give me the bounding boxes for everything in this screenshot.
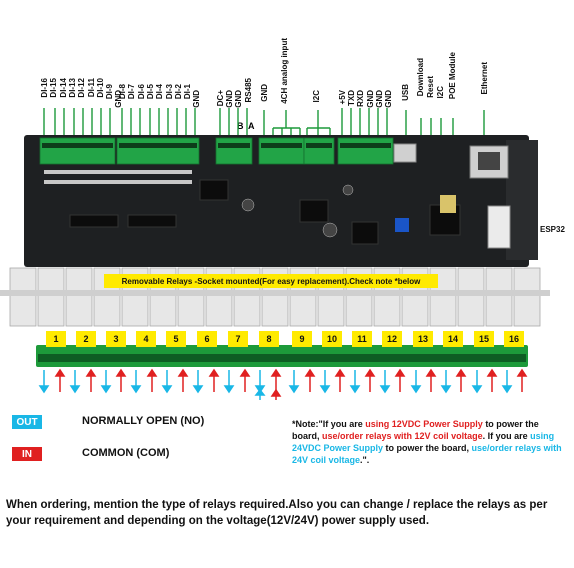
relay-number: 14 [443,331,463,347]
note-part-9: .". [360,455,370,465]
note-part-6: using 24VDC Power Supply [292,431,555,453]
note-part-5: . If you are [482,431,531,441]
note-part-1: *Note:"If you are [292,419,366,429]
note-part-8: use/order relays with 24V coil voltage [292,443,562,465]
note-part-4: use/order relays with 12V coil voltage [322,431,483,441]
relay-number: 10 [322,331,342,347]
relay-number: 16 [504,331,524,347]
relay-number: 11 [352,331,372,347]
relay-number: 9 [292,331,312,347]
relay-number: 5 [166,331,186,347]
relay-number: 1 [46,331,66,347]
note-part-2: using 12VDC Power Supply [365,419,483,429]
relay-number: 12 [382,331,402,347]
power-supply-note: *Note:"If you are using 12VDC Power Supp… [292,418,564,466]
in-legend-text: COMMON (COM) [82,447,170,459]
relay-number: 8 [259,331,279,347]
note-part-7: to power the board, [383,443,472,453]
relay-number: 4 [136,331,156,347]
relay-banner: Removable Relays -Socket mounted(For eas… [104,274,438,288]
esp32-label: ESP32 [540,225,565,234]
relay-number: 13 [413,331,433,347]
rs485-a-label: A [248,121,255,131]
relay-number: 3 [106,331,126,347]
out-legend-text: NORMALLY OPEN (NO) [82,415,205,427]
ordering-instructions: When ordering, mention the type of relay… [6,499,548,527]
in-tag: IN [12,447,42,461]
relay-number: 2 [76,331,96,347]
relay-number: 15 [474,331,494,347]
note-part-3: to power the board, [292,419,539,441]
relay-number: 7 [228,331,248,347]
rs485-b-label: B [237,121,244,131]
out-tag: OUT [12,415,42,429]
relay-number: 6 [197,331,217,347]
